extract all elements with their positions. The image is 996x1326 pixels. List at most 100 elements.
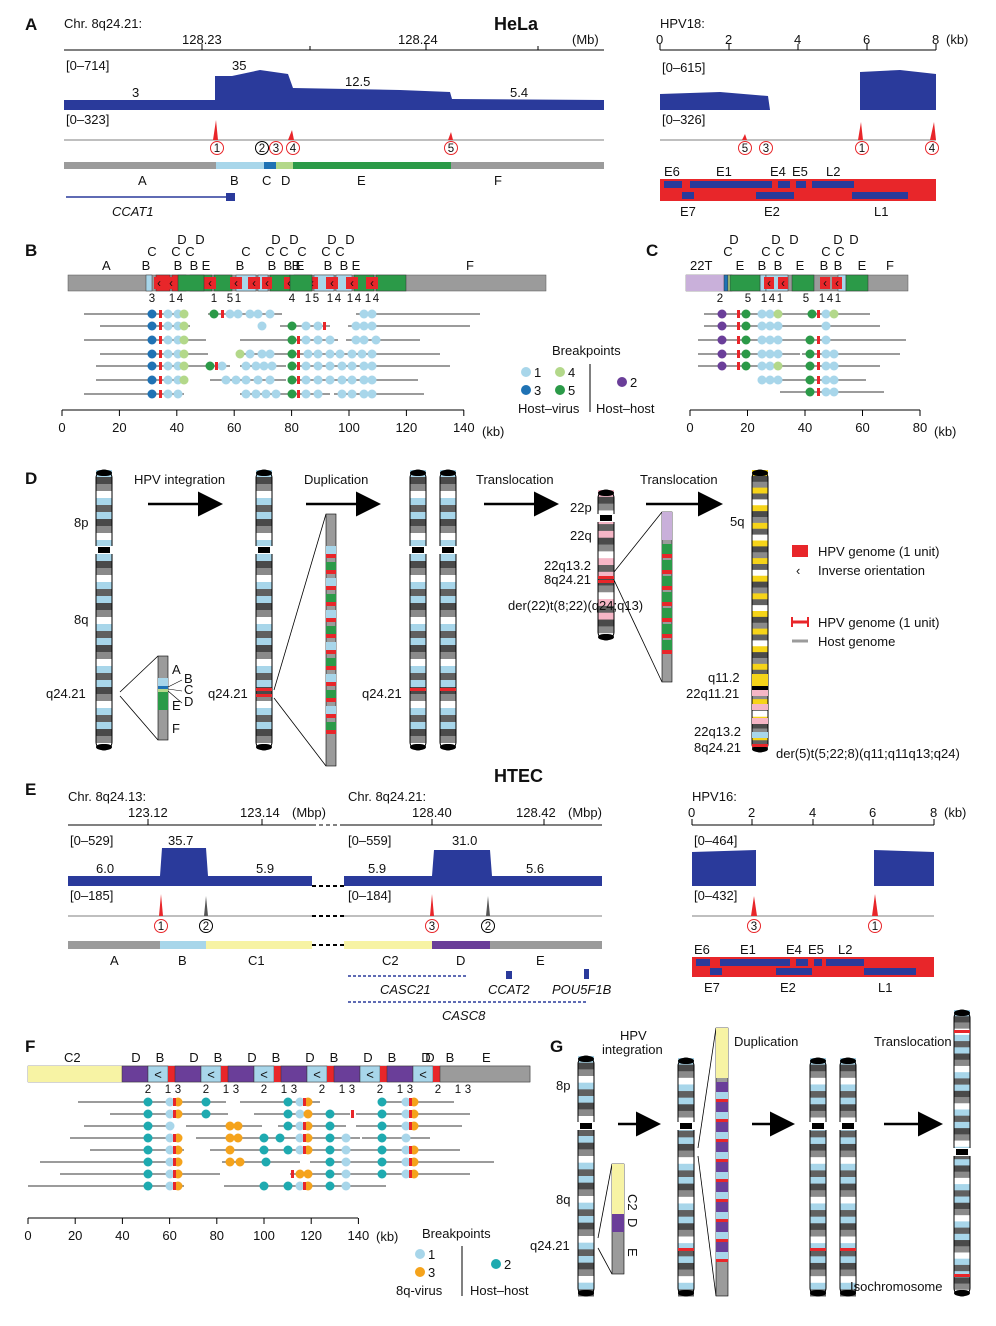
inverse-orientation-icon: < xyxy=(366,1067,374,1082)
legend-dot xyxy=(521,367,531,377)
breakpoint-dot xyxy=(225,1145,235,1155)
breakpoint-dot xyxy=(401,1097,411,1107)
hpv-tick xyxy=(173,1134,176,1142)
chromosome-band xyxy=(810,1183,826,1191)
hpv-tick xyxy=(737,362,740,370)
chromosome xyxy=(809,1057,827,1297)
breakpoint-dot xyxy=(401,1157,411,1167)
chromosome-band xyxy=(678,1130,694,1138)
breakpoint-range: [0–432] xyxy=(694,888,737,903)
unit-letter: E xyxy=(352,258,361,273)
breakpoint-count: 5 xyxy=(227,293,233,305)
chromosome-band xyxy=(578,1162,594,1170)
hpv-tick xyxy=(159,336,162,344)
amplicon-segment xyxy=(716,1152,728,1159)
chromosome-band xyxy=(410,610,426,618)
chromosome-band xyxy=(256,680,272,688)
segment-bar-a xyxy=(64,162,216,169)
coverage-value: 5.6 xyxy=(526,861,544,876)
inverse-orientation-icon: ‹ xyxy=(767,278,771,290)
hpv-unit xyxy=(716,1239,728,1242)
chromosome-band xyxy=(440,491,456,499)
breakpoint-dot xyxy=(165,1145,175,1155)
hpv-tick xyxy=(159,376,162,384)
chromosome-band xyxy=(578,1202,594,1210)
breakpoint-dot xyxy=(179,361,189,371)
chromosome-band xyxy=(578,1242,594,1250)
hpv-unit xyxy=(326,586,336,590)
unit-letter: C xyxy=(147,244,156,259)
chromosome-band xyxy=(752,704,768,710)
breakpoint-dot xyxy=(259,1181,269,1191)
breakpoint-dot xyxy=(295,1121,305,1131)
axis-unit: (Mb) xyxy=(572,32,599,47)
chromosome-band xyxy=(578,1236,594,1244)
chromosome-band xyxy=(678,1084,694,1092)
hpv-gene-label: E6 xyxy=(694,942,710,957)
breakpoint-marker-label: 3 xyxy=(429,921,435,933)
chromosome-band xyxy=(578,1082,594,1090)
hpv-gene-label: E1 xyxy=(740,942,756,957)
axis-unit: (kb) xyxy=(482,424,504,439)
chromosome-band xyxy=(954,1233,970,1241)
chromosome-band xyxy=(578,1109,594,1117)
breakpoint-count: 2 xyxy=(203,1084,209,1096)
chromosome-band xyxy=(410,617,426,625)
telomere xyxy=(840,1290,856,1296)
chromosome-band xyxy=(256,512,272,520)
chromosome-band xyxy=(954,1134,970,1142)
breakpoint-dot xyxy=(765,375,775,385)
chromosome-band xyxy=(96,666,112,674)
chromosome-band xyxy=(954,1034,970,1042)
amplicon-segment xyxy=(716,1172,728,1179)
inverse-orientation-icon: ‹ xyxy=(823,278,827,290)
chromosome-band xyxy=(440,484,456,492)
amplicon-segment xyxy=(662,608,672,618)
axis-tick-label: 0 xyxy=(656,32,663,47)
breakpoint-count: 4 xyxy=(373,293,380,305)
chromosome-band xyxy=(96,554,112,562)
arm-label: 22q11.21 xyxy=(686,686,739,701)
breakpoint-marker-label: 2 xyxy=(203,921,209,933)
unit-letter: B xyxy=(268,258,277,273)
chromosome xyxy=(839,1057,857,1297)
hpv-tick xyxy=(737,336,740,344)
panel-d: D HPV integration Duplication Translocat… xyxy=(25,469,960,767)
inverse-orientation-icon: ‹ xyxy=(265,278,269,290)
chromosome-band xyxy=(440,582,456,590)
chromosome-band xyxy=(678,1196,694,1204)
arm-label: q11.2 xyxy=(708,670,740,685)
chromosome-band xyxy=(440,596,456,604)
zoom-label: E xyxy=(172,698,181,713)
zoom-line xyxy=(119,655,159,693)
breakpoint-count: 1 xyxy=(347,293,353,305)
segment-bar-c2 xyxy=(344,941,432,949)
unit-letter: B xyxy=(284,258,293,273)
chromosome-band xyxy=(410,701,426,709)
chromosome-band xyxy=(840,1249,856,1257)
unit-letter: D xyxy=(345,232,354,247)
unit-letter: D xyxy=(789,232,798,247)
hpv-unit xyxy=(433,1066,440,1082)
coverage-range: [0–529] xyxy=(70,833,113,848)
breakpoint-peak xyxy=(204,896,208,916)
chromosome-band xyxy=(578,1149,594,1157)
long-reads xyxy=(84,309,480,399)
amplicon-segment xyxy=(174,1065,202,1083)
zoom-pointer xyxy=(167,679,183,688)
breakpoint-count: 4 xyxy=(827,293,834,305)
amplicon-segment xyxy=(716,1232,728,1239)
chromosome-band xyxy=(410,491,426,499)
breakpoint-dot xyxy=(807,309,817,319)
axis-unit: (kb) xyxy=(946,32,968,47)
chromosome-band xyxy=(578,1169,594,1177)
breakpoint-count: 1 xyxy=(235,293,241,305)
hpv-unit xyxy=(716,1219,728,1222)
chromosome-band xyxy=(810,1143,826,1152)
breakpoint-dot xyxy=(163,389,173,399)
breakpoint-dot xyxy=(325,1109,335,1119)
breakpoint-dot xyxy=(805,361,815,371)
chromosome-band xyxy=(440,715,456,723)
